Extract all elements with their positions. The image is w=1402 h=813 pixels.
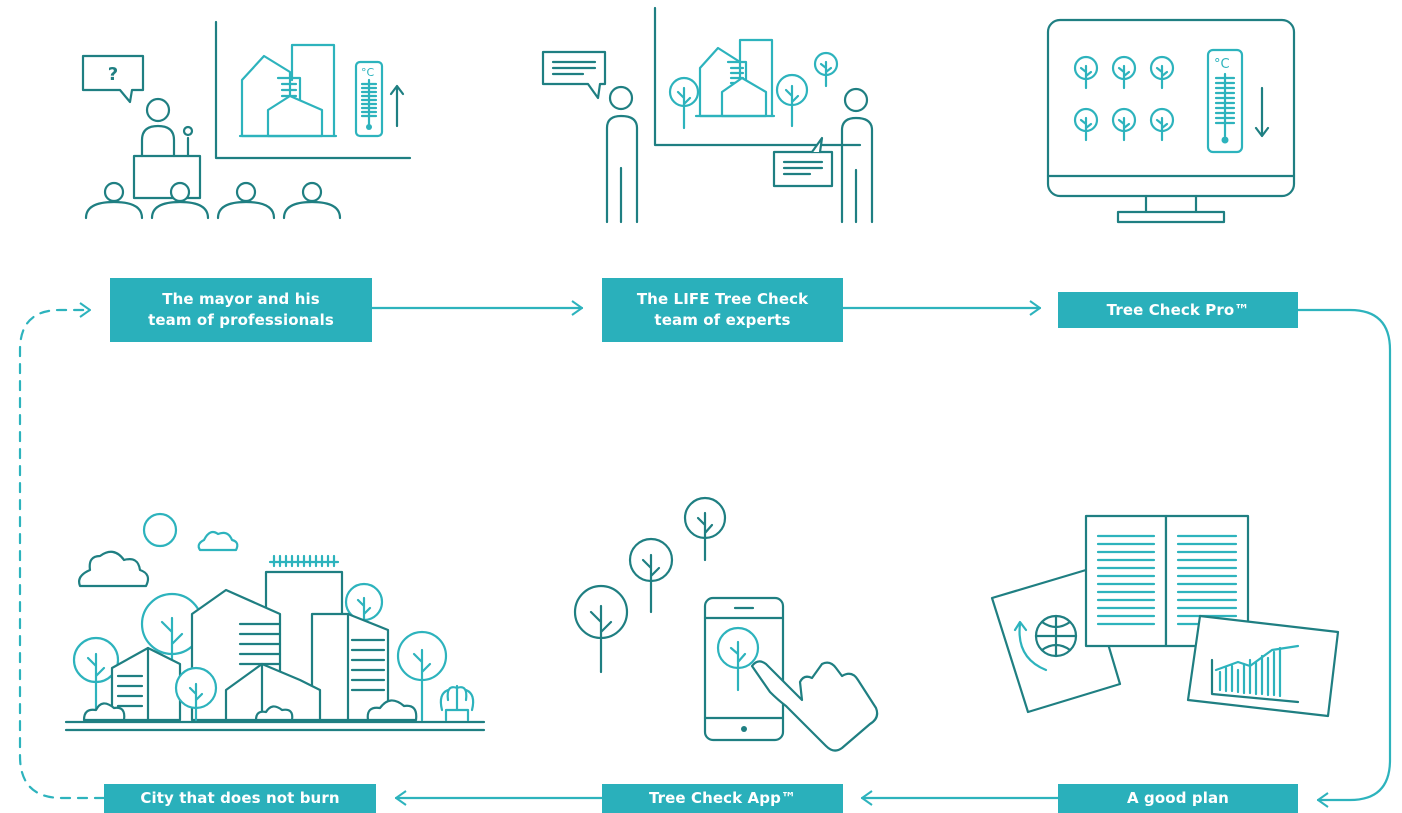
- step-label-mayor-team: The mayor and his team of professionals: [110, 278, 372, 342]
- expert-discussion-icon: [541, 6, 874, 224]
- arrow-step6-to-step1-dashed: [18, 310, 106, 800]
- step-label-good-plan: A good plan: [1058, 784, 1298, 813]
- step-label-tree-check-pro: Tree Check Pro™: [1058, 292, 1298, 328]
- plan-documents-icon: [990, 514, 1340, 718]
- arrow-step3-to-step4: [1296, 308, 1392, 800]
- question-mark: ?: [108, 64, 118, 85]
- green-city-icon: [64, 512, 486, 732]
- flow-connectors: [18, 308, 1392, 800]
- presentation-icon: °C ?: [81, 20, 412, 220]
- step-label-tree-check-app: Tree Check App™: [602, 784, 843, 813]
- celsius-label-monitor: °C: [1214, 57, 1230, 72]
- monitor-icon: °C: [1046, 18, 1296, 224]
- smartphone-app-icon: [573, 496, 879, 752]
- step-label-life-experts: The LIFE Tree Check team of experts: [602, 278, 843, 342]
- celsius-label: °C: [361, 66, 375, 79]
- step-label-city-not-burn: City that does not burn: [104, 784, 376, 813]
